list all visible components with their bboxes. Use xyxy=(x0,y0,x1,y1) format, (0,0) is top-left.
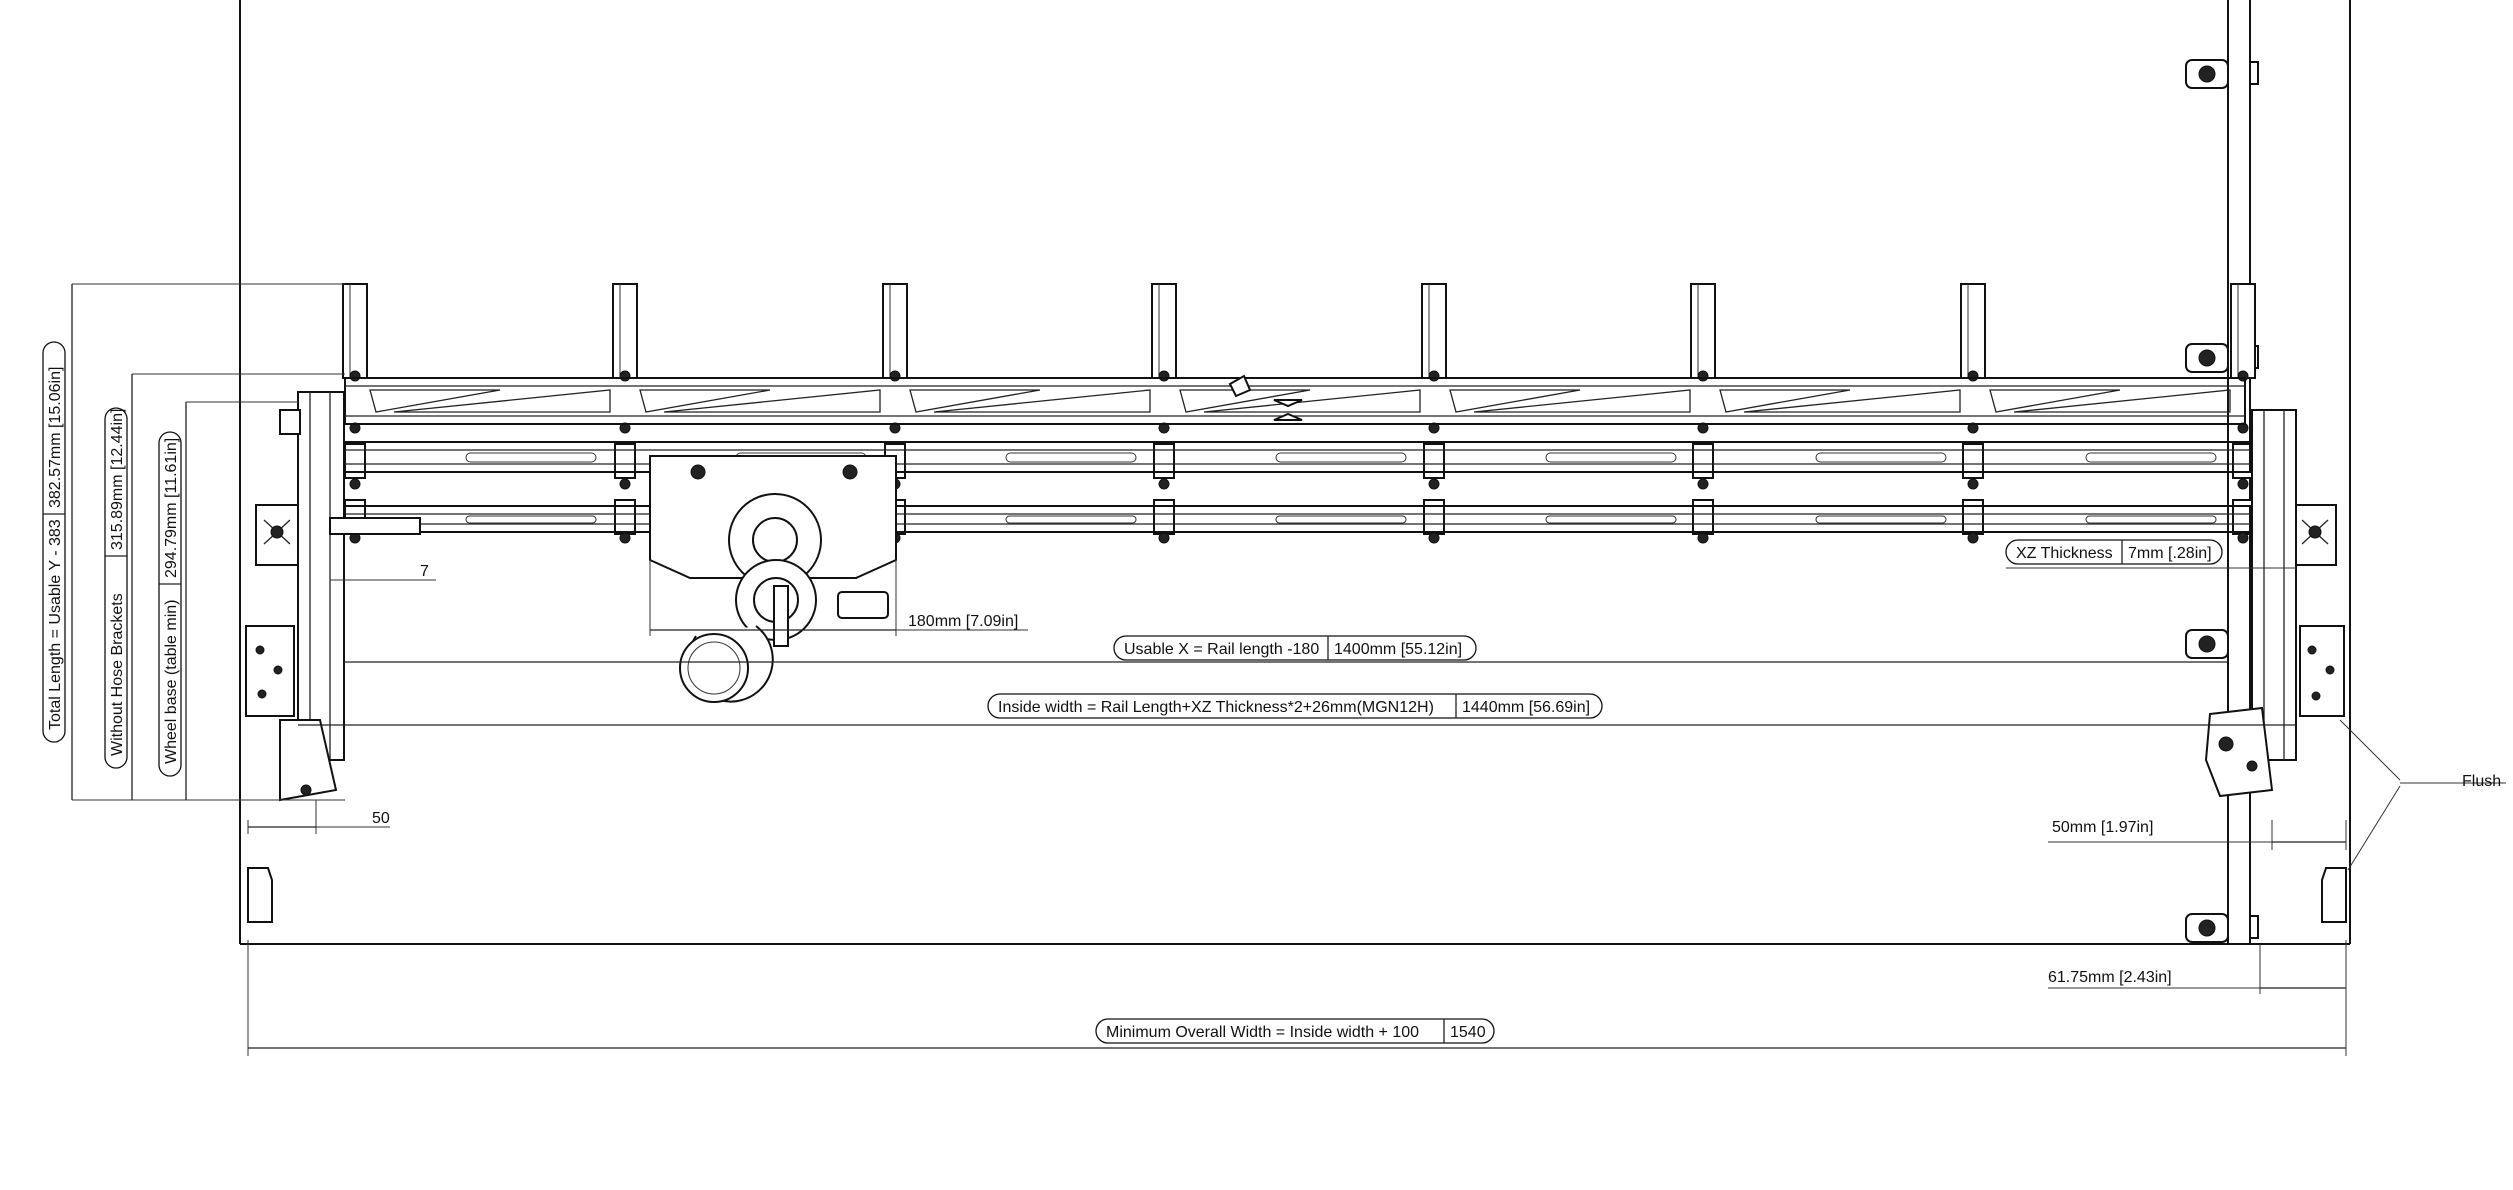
rail-slot xyxy=(1005,515,1137,524)
rail-slot xyxy=(1545,452,1677,463)
usable-x-label: Usable X = Rail length -180 xyxy=(1124,641,1319,658)
hose-bracket-post xyxy=(1690,283,1716,379)
rail-slot xyxy=(1275,452,1407,463)
hose-bracket-post xyxy=(1151,283,1177,379)
truss-cutout xyxy=(639,389,771,413)
dim-min-overall-width: Minimum Overall Width = Inside width + 1… xyxy=(1095,1018,1495,1044)
bolt-icon xyxy=(1967,370,1979,382)
dim-seven: 7 xyxy=(420,563,429,580)
bolt-icon xyxy=(1967,532,1979,544)
dim-fifty-left: 50 xyxy=(372,810,390,827)
bolt-icon xyxy=(619,478,631,490)
bolt-icon xyxy=(619,532,631,544)
bolt-icon xyxy=(349,370,361,382)
min-overall-width-label: Minimum Overall Width = Inside width + 1… xyxy=(1106,1024,1419,1041)
truss-cutout xyxy=(1473,389,1691,413)
bolt-icon xyxy=(1428,532,1440,544)
bolt-icon xyxy=(2237,478,2249,490)
left-xz-end xyxy=(245,391,421,802)
bolt-icon xyxy=(1697,478,1709,490)
dim-xz-thickness: XZ Thickness 7mm [.28in] xyxy=(2005,539,2223,565)
rail-slot xyxy=(2085,515,2217,524)
inside-width-value: 1440mm [56.69in] xyxy=(1462,699,1590,716)
rail-clamp xyxy=(1692,443,1714,479)
truss-cutout xyxy=(2013,389,2231,413)
carriage xyxy=(649,455,897,703)
dim-fifty-right: 50mm [1.97in] xyxy=(2052,819,2153,836)
wheel-base-label: Wheel base (table min) xyxy=(163,599,180,764)
hose-bracket-post xyxy=(882,283,908,379)
dim-wheel-base: Wheel base (table min) 294.79mm [11.61in… xyxy=(158,431,182,777)
truss-cutout xyxy=(1449,389,1581,413)
bolt-icon xyxy=(1697,370,1709,382)
inside-width-label: Inside width = Rail Length+XZ Thickness*… xyxy=(998,699,1434,716)
rail-slot xyxy=(1005,452,1137,463)
hose-bracket-post xyxy=(2230,283,2256,379)
min-overall-width-value: 1540 xyxy=(1450,1024,1486,1041)
hose-bracket-post xyxy=(342,283,368,379)
truss-cutout xyxy=(933,389,1151,413)
bolt-icon xyxy=(1158,370,1170,382)
xz-thickness-label: XZ Thickness xyxy=(2016,545,2113,562)
rail-clamp xyxy=(1153,443,1175,479)
total-length-value: 382.57mm [15.06in] xyxy=(47,367,64,508)
truss-cutout xyxy=(1203,389,1421,413)
bolt-icon xyxy=(2237,370,2249,382)
usable-x-value: 1400mm [55.12in] xyxy=(1334,641,1462,658)
rail-clamp xyxy=(1962,443,1984,479)
hose-bracket-post xyxy=(612,283,638,379)
corner-wedges xyxy=(247,867,2347,923)
dim-usable-x: Usable X = Rail length -180 1400mm [55.1… xyxy=(1113,635,1477,661)
without-hose-label: Without Hose Brackets xyxy=(109,593,126,756)
dimension-lines xyxy=(71,283,2506,1056)
bolt-icon xyxy=(1158,478,1170,490)
rail-slot xyxy=(1815,515,1947,524)
dim-offset: 61.75mm [2.43in] xyxy=(2048,969,2172,986)
rail-slot xyxy=(1815,452,1947,463)
truss-cutout xyxy=(393,389,611,413)
truss-cutout xyxy=(1989,389,2121,413)
bolt-icon xyxy=(1428,370,1440,382)
right-xz-end xyxy=(2204,409,2345,798)
bolt-icon xyxy=(619,370,631,382)
rail-slot xyxy=(1275,515,1407,524)
rail-slot xyxy=(1545,515,1677,524)
dim-total-length: Total Length = Usable Y - 383 382.57mm [… xyxy=(42,341,66,743)
rail-slot xyxy=(465,452,597,463)
truss-cutout xyxy=(909,389,1041,413)
bolt-icon xyxy=(1967,478,1979,490)
total-length-label: Total Length = Usable Y - 383 xyxy=(47,519,64,730)
rail-clamp xyxy=(614,443,636,479)
bolt-icon xyxy=(1158,532,1170,544)
hose-bracket-post xyxy=(1421,283,1447,379)
dim-flush: Flush xyxy=(2462,773,2501,790)
rail-slot xyxy=(2085,452,2217,463)
truss-cutout xyxy=(1719,389,1851,413)
dim-without-hose: Without Hose Brackets 315.89mm [12.44in] xyxy=(104,407,128,769)
right-rail-clamps xyxy=(2185,59,2259,943)
without-hose-value: 315.89mm [12.44in] xyxy=(109,409,126,550)
wheel-base-value: 294.79mm [11.61in] xyxy=(163,438,180,578)
bolt-icon xyxy=(349,478,361,490)
truss-cutout xyxy=(369,389,501,413)
rail-slot xyxy=(465,515,597,524)
bolt-icon xyxy=(1697,532,1709,544)
truss-cutout xyxy=(663,389,881,413)
hose-brackets xyxy=(342,283,2256,544)
bolt-icon xyxy=(2237,532,2249,544)
rail-clamp xyxy=(1423,443,1445,479)
truss-cutout xyxy=(1743,389,1961,413)
bolt-icon xyxy=(889,370,901,382)
bolt-icon xyxy=(1428,478,1440,490)
xz-thickness-value: 7mm [.28in] xyxy=(2128,545,2212,562)
dim-carriage-width: 180mm [7.09in] xyxy=(908,613,1018,630)
hose-bracket-post xyxy=(1960,283,1986,379)
dim-inside-width: Inside width = Rail Length+XZ Thickness*… xyxy=(987,693,1603,719)
